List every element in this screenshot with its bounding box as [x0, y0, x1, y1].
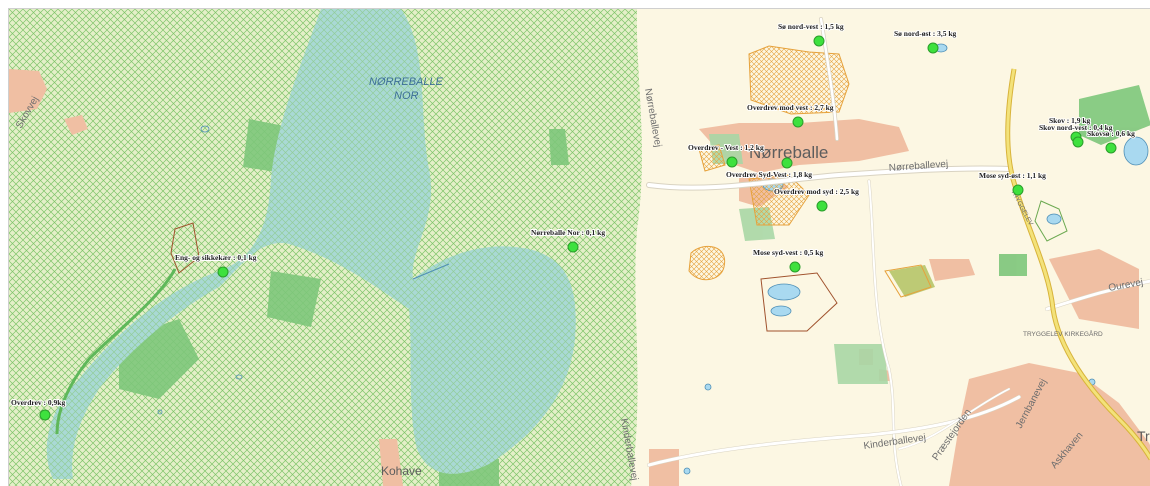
- sample-marker-so-nord-vest[interactable]: Sø nord-vest : 1,5 kg: [777, 21, 845, 47]
- marker-label: Skov nord-vest : 0,4 kg: [1039, 123, 1113, 132]
- map-canvas[interactable]: NØRREBALLE NOR Nørreballe Kohave TRYGGEL…: [9, 9, 1150, 486]
- marker-label: Overdrev mod syd : 2,5 kg: [774, 187, 859, 196]
- marker-label: Skovsø : 0,6 kg: [1087, 129, 1135, 138]
- sample-marker-norreballe-nor[interactable]: Nørreballe Nor : 0,1 kg: [530, 227, 606, 253]
- marker-dot-icon[interactable]: [781, 157, 793, 169]
- sample-marker-overdrev-vest[interactable]: Overdrev - Vest : 1,2 kg: [687, 142, 765, 168]
- road-label-norreballevej: Nørreballevej: [888, 159, 948, 174]
- marker-label: Overdrev Syd-Vest : 1,8 kg: [726, 170, 812, 179]
- sample-marker-overdrev-mod-syd[interactable]: Overdrev mod syd : 2,5 kg: [773, 186, 860, 212]
- lake-name-line2: NOR: [394, 90, 419, 102]
- sample-marker-skovso[interactable]: Skovsø : 0,6 kg: [1086, 128, 1136, 154]
- marker-label: Mose syd-øst : 1,1 kg: [979, 171, 1046, 180]
- marker-label: Overdrev : 0,9kg: [11, 398, 65, 407]
- marker-label: Overdrev - Vest : 1,2 kg: [688, 143, 764, 152]
- lake-channel: [412, 263, 450, 280]
- marker-label: Sø nord-øst : 3,5 kg: [894, 29, 957, 38]
- marker-dot-icon[interactable]: [927, 42, 939, 54]
- marker-label: Sø nord-vest : 1,5 kg: [778, 22, 844, 31]
- marker-dot-icon[interactable]: [567, 241, 579, 253]
- sample-marker-mose-syd-vest[interactable]: Mose syd-vest : 0,5 kg: [752, 247, 824, 273]
- marker-dot-icon[interactable]: [813, 35, 825, 47]
- sample-marker-eng-og-sikkekaer[interactable]: Eng- og sikkekær : 0,1 kg: [174, 252, 258, 278]
- kohave-label: Kohave: [381, 464, 422, 478]
- sample-marker-mose-syd-ost[interactable]: Mose syd-øst : 1,1 kg: [978, 170, 1047, 196]
- sample-marker-overdrev[interactable]: Overdrev : 0,9kg: [10, 397, 66, 421]
- stream-buffer: [55, 268, 177, 435]
- marker-dot-icon[interactable]: [1012, 184, 1024, 196]
- marker-dot-icon[interactable]: [1072, 136, 1084, 148]
- marker-label: Eng- og sikkekær : 0,1 kg: [175, 253, 257, 262]
- marker-dot-icon[interactable]: [789, 261, 801, 273]
- marker-dot-icon[interactable]: [1105, 142, 1117, 154]
- town-edge-label: Tr: [1137, 428, 1150, 444]
- lake-hatching: [46, 9, 576, 479]
- marker-dot-icon[interactable]: [217, 266, 229, 278]
- marker-dot-icon[interactable]: [816, 200, 828, 212]
- protected-outlines: [170, 45, 1068, 332]
- village-name: Nørreballe: [749, 143, 828, 162]
- main-road-fill: [1006, 68, 1150, 460]
- marker-dot-icon[interactable]: [792, 116, 804, 128]
- church-label: TRYGGELEV KIRKEGÅRD: [1023, 329, 1103, 338]
- map-view[interactable]: NØRREBALLE NOR Nørreballe Kohave TRYGGEL…: [8, 8, 1150, 486]
- marker-label: Mose syd-vest : 0,5 kg: [753, 248, 823, 257]
- sample-marker-overdrev-syd-vest[interactable]: Overdrev Syd-Vest : 1,8 kg: [725, 157, 813, 180]
- sample-marker-so-nord-ost[interactable]: Sø nord-øst : 3,5 kg: [893, 28, 958, 54]
- marker-dot-icon[interactable]: [726, 156, 738, 168]
- marker-label: Skov : 1,9 kg: [1049, 116, 1091, 125]
- lake-name-line1: NØRREBALLE: [369, 76, 444, 88]
- marker-label: Nørreballe Nor : 0,1 kg: [531, 228, 605, 237]
- sample-marker-overdrev-mod-vest[interactable]: Overdrev mod vest : 2,7 kg: [746, 102, 835, 128]
- sample-marker-skov-nord-vest[interactable]: Skov nord-vest : 0,4 kg: [1038, 122, 1114, 148]
- marker-label: Overdrev mod vest : 2,7 kg: [747, 103, 834, 112]
- roads: [646, 17, 1150, 486]
- marker-dot-icon[interactable]: [39, 409, 51, 421]
